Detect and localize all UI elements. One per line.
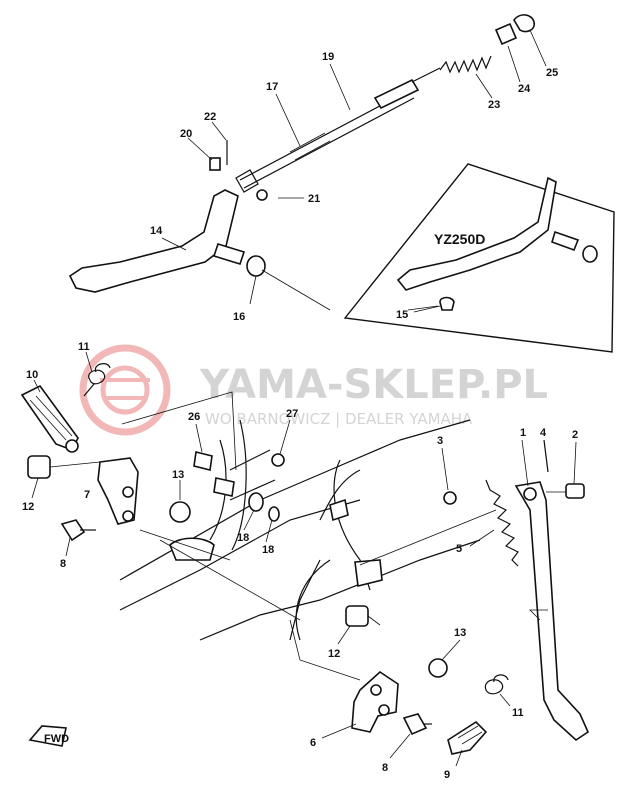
leader-lines	[31, 29, 577, 767]
brake-rod-assembly	[209, 14, 536, 201]
part-label-8-right: 8	[382, 762, 388, 774]
watermark-logo-icon	[79, 344, 171, 436]
part-label-23: 23	[488, 99, 500, 111]
part-number-labels: 1 2 3 4 5 6 7 8 8 9 10 11 11 12 12 13 13…	[22, 51, 578, 781]
part-label-10: 10	[26, 369, 38, 381]
inset-model-label: YZ250D	[434, 231, 485, 247]
part-label-17: 17	[266, 81, 278, 93]
part-label-12-right: 12	[328, 648, 340, 660]
watermark-main-text: YAMA-SKLEP.PL	[199, 362, 548, 408]
part-label-3: 3	[437, 435, 443, 447]
side-stand-group	[359, 439, 590, 742]
part-label-12-left: 12	[22, 501, 34, 513]
part-label-24: 24	[518, 83, 531, 95]
part-label-6: 6	[310, 737, 316, 749]
part-label-20: 20	[180, 128, 192, 140]
part-label-9: 9	[444, 769, 450, 781]
part-label-14: 14	[150, 225, 163, 237]
part-label-2: 2	[572, 429, 578, 441]
part-label-16: 16	[233, 311, 245, 323]
watermark: YAMA-SKLEP.PL WO BARNOWICZ | DEALER YAMA…	[79, 344, 548, 436]
part-label-27: 27	[286, 408, 298, 420]
part-label-11-left: 11	[78, 341, 90, 353]
part-label-7: 7	[84, 489, 90, 501]
part-label-18-right: 18	[262, 544, 274, 556]
inset-yz250d: YZ250D	[343, 163, 615, 353]
part-label-21: 21	[308, 193, 320, 205]
part-label-1: 1	[520, 427, 526, 439]
right-footrest-group	[289, 605, 509, 755]
front-direction-marker: FWD	[28, 725, 69, 747]
part-label-15: 15	[396, 309, 408, 321]
watermark-sub-text: WO BARNOWICZ | DEALER YAMAHA	[205, 410, 473, 428]
part-label-8-left: 8	[60, 558, 66, 570]
brake-pedal	[68, 189, 331, 311]
part-label-19: 19	[322, 51, 334, 63]
part-label-25: 25	[546, 67, 558, 79]
part-label-22: 22	[204, 111, 216, 123]
left-footrest-group	[20, 363, 301, 621]
part-label-18-left: 18	[237, 532, 249, 544]
part-label-4: 4	[540, 427, 547, 439]
part-label-5: 5	[456, 543, 462, 555]
part-label-13-left: 13	[172, 469, 184, 481]
front-marker-label: FWD	[44, 733, 69, 745]
frame-outline	[119, 419, 481, 641]
part-label-26: 26	[188, 411, 200, 423]
part-label-13-right: 13	[454, 627, 466, 639]
part-label-11-right: 11	[512, 707, 524, 719]
